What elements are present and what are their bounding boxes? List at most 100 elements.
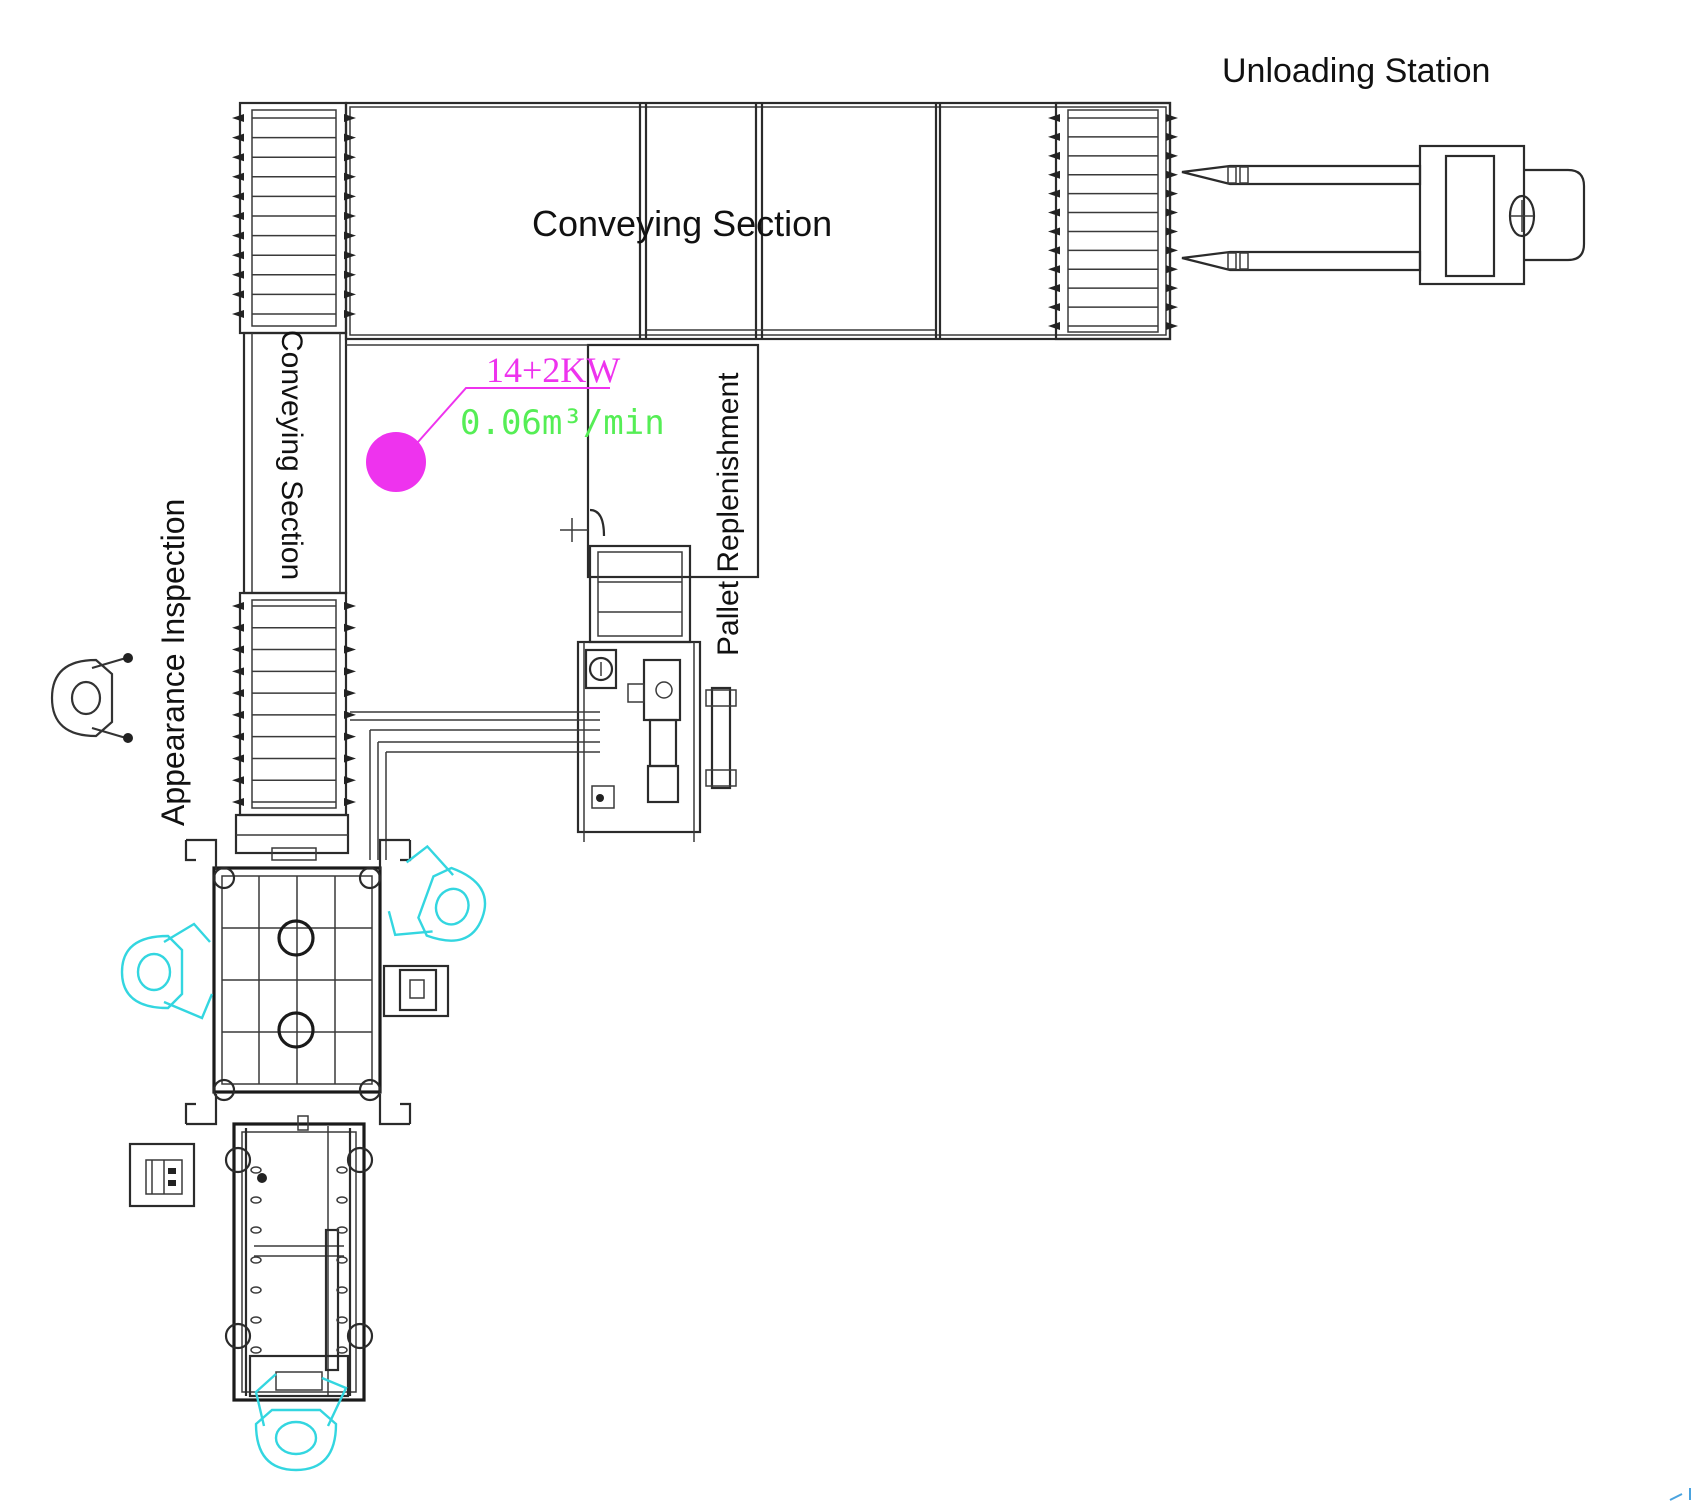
operator-left-icon	[120, 922, 214, 1020]
guide-wheel	[250, 1316, 262, 1324]
conveyor-tooth	[1166, 189, 1178, 198]
loading-machine	[224, 1115, 374, 1402]
conveyor-tooth	[1048, 208, 1060, 217]
conveyor-tooth	[232, 798, 244, 806]
conveyor-tooth	[344, 667, 356, 676]
inspection-roller-conveyor	[232, 591, 356, 817]
conveyor-tooth	[344, 192, 356, 201]
conveyor-tooth	[232, 602, 244, 610]
conveyor-tooth	[344, 212, 356, 220]
conveyor-tooth	[1166, 246, 1178, 255]
conveyor-tooth	[1166, 322, 1178, 330]
conveyor-tooth	[344, 710, 356, 719]
power-marker-dot	[366, 432, 426, 492]
guide-wheel	[336, 1256, 348, 1264]
conveyor-tooth	[232, 114, 244, 122]
conveyor-tooth	[232, 251, 244, 260]
conveyor-tooth	[1166, 265, 1178, 274]
conveyor-tooth	[344, 623, 356, 632]
conveyor-tooth	[232, 667, 244, 676]
conveyor-tooth	[1166, 114, 1178, 122]
utility-marker: 14+2KW 0.06m³/min	[366, 350, 665, 492]
conveyor-tooth	[344, 798, 356, 806]
guide-wheel	[250, 1196, 262, 1204]
conveyor-tooth	[232, 231, 244, 240]
guide-wheel	[336, 1226, 348, 1234]
conveyor-tooth	[344, 732, 356, 741]
conveyor-tooth	[232, 754, 244, 763]
appearance-inspection-label: Appearance Inspection	[155, 499, 191, 826]
conveyor-tooth	[1166, 132, 1178, 141]
conveyor-tooth	[232, 732, 244, 741]
corner-mark	[1669, 1488, 1691, 1501]
conveyor-tooth	[344, 231, 356, 240]
conveyor-tooth	[344, 310, 356, 318]
guide-wheel	[336, 1316, 348, 1324]
guide-wheel	[336, 1346, 348, 1354]
control-panel-icon	[128, 1142, 196, 1208]
guide-wheel	[250, 1256, 262, 1264]
conveyor-tooth	[232, 645, 244, 654]
conveyor-tooth	[232, 172, 244, 181]
conveyor-tooth	[344, 172, 356, 181]
pallet-replenishment-label: Pallet Replenishment	[712, 372, 745, 656]
conveyor-tooth	[1048, 227, 1060, 236]
conveyor-tooth	[232, 776, 244, 785]
inspection-station	[184, 813, 450, 1126]
conveying-section-top-label: Conveying Section	[532, 203, 832, 244]
conveyor-tooth	[344, 114, 356, 122]
guide-wheel	[250, 1286, 262, 1294]
conveyor-tooth	[1166, 303, 1178, 312]
operator-right-icon	[387, 844, 487, 942]
conveyor-tooth	[344, 645, 356, 654]
guide-wheel	[250, 1166, 262, 1174]
leader-line	[417, 387, 610, 443]
conveyor-tooth	[1048, 265, 1060, 274]
conveyor-tooth	[1166, 284, 1178, 293]
conveyor-tooth	[232, 153, 244, 162]
conveyor-tooth	[344, 689, 356, 698]
conveying-section-vertical-label: Conveying Section	[275, 330, 308, 580]
operator-bottom-icon	[254, 1373, 348, 1472]
conveyor-tooth	[1048, 170, 1060, 179]
air-flow-spec: 0.06m³/min	[460, 403, 665, 443]
guide-wheel	[336, 1196, 348, 1204]
conveyor-tooth	[232, 270, 244, 279]
conveyor-tooth	[344, 290, 356, 299]
unloading-roller-conveyor	[1048, 101, 1178, 341]
conveyor-tooth	[1048, 114, 1060, 122]
forklift-icon	[1181, 144, 1586, 286]
conveyor-tooth	[232, 689, 244, 698]
conveyor-tooth	[344, 776, 356, 785]
conveyor-tooth	[344, 153, 356, 162]
conveyor-tooth	[232, 133, 244, 142]
conveyor-tooth	[1166, 170, 1178, 179]
unloading-station-label: Unloading Station	[1222, 52, 1490, 90]
conveyor-tooth	[1048, 322, 1060, 330]
guide-wheel	[336, 1286, 348, 1294]
conveyor-tooth	[1048, 151, 1060, 160]
conveyor-tooth	[1166, 208, 1178, 217]
conveyor-tooth	[344, 251, 356, 260]
conveyor-tooth	[232, 623, 244, 632]
conveyor-tooth	[232, 710, 244, 719]
conveyor-tooth	[1166, 151, 1178, 160]
conveyor-tooth	[232, 192, 244, 201]
conveyor-tooth	[1048, 189, 1060, 198]
conveyor-tooth	[1048, 284, 1060, 293]
conveyor-tooth	[232, 290, 244, 299]
corner-roller-conveyor	[232, 101, 356, 335]
conveyor-tooth	[344, 602, 356, 610]
conveyor-tooth	[1166, 227, 1178, 236]
operator-inspection-icon	[50, 653, 133, 743]
conveyor-tooth	[344, 270, 356, 279]
conveyor-tooth	[344, 754, 356, 763]
conveyor-tooth	[232, 212, 244, 220]
guide-wheel	[250, 1226, 262, 1234]
conveyor-tooth	[232, 310, 244, 318]
robot-cabinet	[576, 640, 737, 842]
air-lines	[350, 711, 600, 860]
guide-wheel	[336, 1166, 348, 1174]
conveyor-tooth	[1048, 303, 1060, 312]
